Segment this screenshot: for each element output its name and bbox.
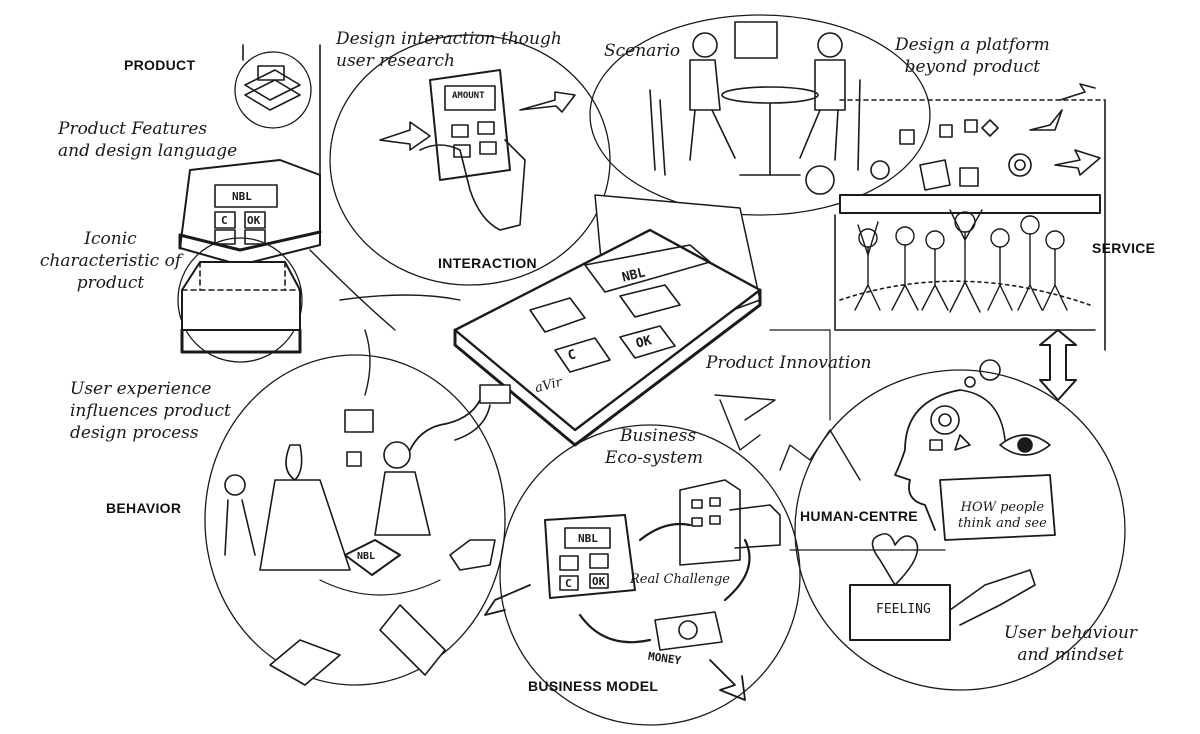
user-experience-line-2: influences product [70,401,231,421]
user-behaviour-line-1: User behaviour [1004,623,1138,643]
human-centre-scene [789,359,1056,641]
service-platform [805,83,1106,401]
business-model-section-label: BUSINESS MODEL [528,678,659,694]
product-section-label: PRODUCT [124,57,196,73]
product-innovation-note: Product Innovation [706,353,872,373]
real-challenge-note: Real Challenge [630,572,730,587]
design-platform-note: Design a platform beyond product [895,34,1050,78]
scenario-note: Scenario [604,41,681,61]
central-tablet [409,194,762,451]
business-nbl-label: NBL [578,532,598,545]
business-ok-key: OK [592,575,606,588]
business-scene [484,479,781,701]
innovation-graph [714,394,861,481]
scenario-table-scene [649,21,861,176]
behavior-section-label: BEHAVIOR [106,500,182,516]
iconic-line-1: Iconic [84,229,137,249]
design-platform-line-1: Design a platform [895,35,1050,55]
how-people-line-2: think and see [958,516,1047,531]
flow-arrow [309,249,396,331]
business-c-key: C [565,577,572,590]
product-device [178,159,322,266]
design-interaction-line-1: Design interaction though [336,29,562,49]
business-line-2: Eco-system [605,448,703,468]
feeling-note: FEELING [876,602,931,617]
iconic-note: Iconic characteristic of product [38,228,183,294]
flow-arrow [339,294,461,301]
business-line-1: Business [620,426,697,446]
user-experience-line-3: design process [70,423,199,443]
iconic-line-3: product [76,273,145,293]
human-centre-circle [794,369,1126,691]
product-nbl-label: NBL [232,190,252,203]
design-interaction-note: Design interaction though user research [336,28,562,72]
product-c-key: C [221,214,228,227]
amount-screen-label: AMOUNT [452,91,485,101]
human-centre-section-label: HUMAN-CENTRE [800,508,918,524]
behavior-nbl-label: NBL [357,551,376,562]
user-behaviour-note: User behaviour and mindset [1004,622,1137,666]
iconic-line-2: characteristic of [39,251,182,271]
business-ecosystem-note: Business Eco-system [605,425,703,469]
product-features-note: Product Features and design language [58,118,237,162]
interaction-circle [329,34,611,286]
design-interaction-line-2: user research [336,51,455,71]
interaction-section-label: INTERACTION [438,255,537,271]
how-people-note: HOW people think and see [958,500,1047,532]
product-features-line-2: and design language [58,141,238,161]
behavior-people [224,409,496,686]
flow-arrow [769,329,831,421]
scenario-circle [589,14,931,216]
product-base [177,237,303,363]
service-section-label: SERVICE [1092,240,1156,256]
flow-arrow [364,329,371,396]
user-experience-note: User experience influences product desig… [70,378,231,444]
product-ok-key: OK [247,214,261,227]
user-experience-line-1: User experience [70,379,212,399]
design-platform-line-2: beyond product [904,57,1041,77]
user-behaviour-line-2: and mindset [1017,645,1124,665]
business-circle [499,424,801,726]
interaction-hand-device [379,69,576,231]
behavior-circle [204,354,506,686]
product-features-line-1: Product Features [58,119,208,139]
how-people-line-1: HOW people [960,500,1045,515]
